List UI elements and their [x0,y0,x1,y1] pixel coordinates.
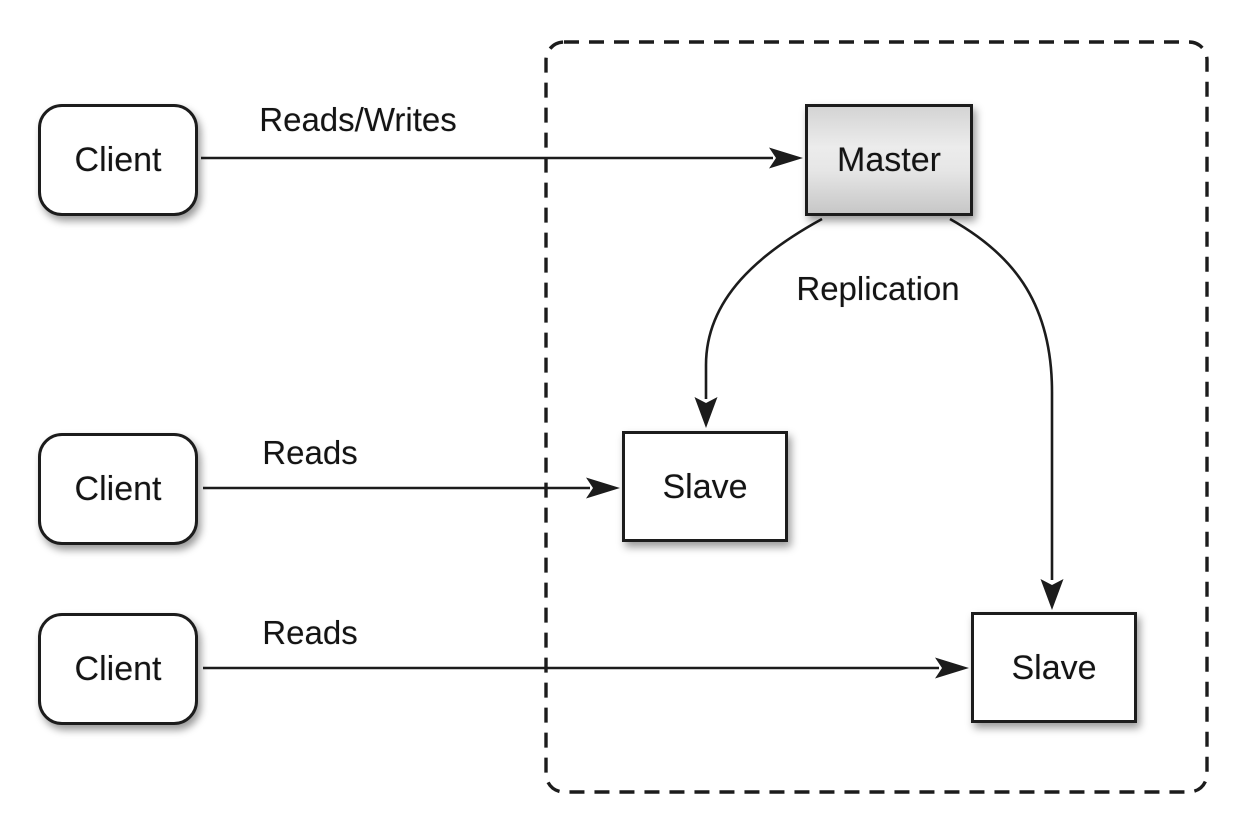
slave-node-2: Slave [971,612,1137,723]
edge-replication-left-curve [704,217,823,399]
edge-label-replication: Replication [796,270,960,307]
client-node-1-label: Client [74,141,162,179]
edge-replication-left-arrowhead-icon [694,397,718,428]
edge-replication-right-curve [949,217,1054,580]
edge-label-reads-middle: Reads [262,434,358,471]
edge-label-reads-writes: Reads/Writes [259,101,457,138]
edge-reads-writes-arrowhead-icon [769,147,803,169]
edge-label-reads-bottom: Reads [262,614,358,651]
master-node: Master [805,104,973,216]
slave-node-1-label: Slave [662,467,748,506]
edge-replication-right-arrowhead-icon [1040,579,1064,610]
client-node-2-label: Client [74,470,162,508]
edge-reads-middle-arrowhead-icon [586,477,620,499]
edge-reads-bottom-arrowhead-icon [935,657,969,679]
client-node-3-label: Client [74,650,162,688]
client-node-3: Client [38,613,198,725]
client-node-1: Client [38,104,198,216]
slave-node-2-label: Slave [1011,648,1097,687]
master-node-label: Master [837,141,941,179]
slave-node-1: Slave [622,431,788,542]
client-node-2: Client [38,433,198,545]
replication-group-boundary [544,40,1209,794]
